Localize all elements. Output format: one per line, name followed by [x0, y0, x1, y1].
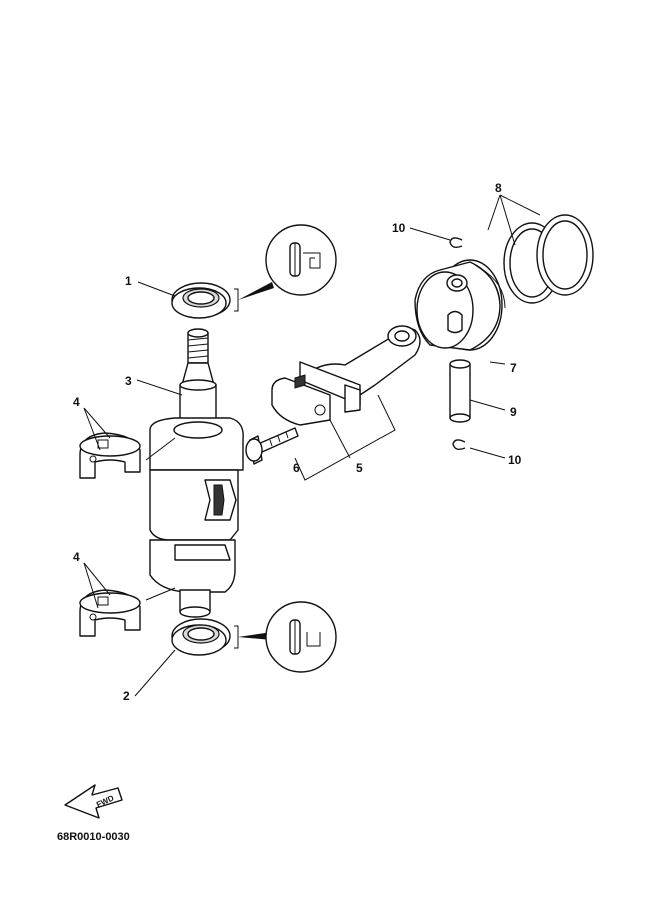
callout-10-lower: 10	[508, 453, 522, 467]
diagram-code: 68R0010-0030	[57, 831, 130, 843]
callout-4-lower: 4	[73, 550, 80, 564]
leader-lines	[83, 194, 541, 697]
callout-4-upper: 4	[73, 395, 80, 409]
crank-bearing-upper	[79, 432, 141, 479]
callout-1: 1	[125, 274, 132, 288]
callout-10-upper: 10	[392, 221, 406, 235]
fwd-arrow-icon: FWD	[64, 784, 123, 819]
crankshaft	[149, 328, 244, 618]
oil-seal-upper	[171, 282, 231, 319]
oil-seal-lower	[171, 618, 231, 656]
leader-arrow-lower	[238, 632, 272, 640]
seal-bracket-upper	[234, 288, 239, 312]
piston	[414, 259, 506, 351]
circlip-lower	[452, 439, 466, 451]
circlip-upper	[449, 237, 463, 249]
callout-6: 6	[293, 461, 300, 475]
connecting-rod	[271, 325, 421, 426]
crank-bearing-lower	[79, 589, 141, 637]
grease-symbol-icon	[265, 601, 337, 673]
rod-bolt	[245, 427, 299, 465]
piston-ring-rear	[536, 214, 594, 296]
seal-bracket-lower	[234, 625, 239, 649]
grease-symbol-icon	[265, 224, 337, 296]
callout-3: 3	[125, 374, 132, 388]
piston-pin	[449, 359, 471, 423]
leader-arrow-upper	[238, 282, 274, 300]
callout-5: 5	[356, 461, 363, 475]
callout-2: 2	[123, 689, 130, 703]
callout-7: 7	[510, 361, 517, 375]
callout-9: 9	[510, 405, 517, 419]
callout-8: 8	[495, 181, 502, 195]
